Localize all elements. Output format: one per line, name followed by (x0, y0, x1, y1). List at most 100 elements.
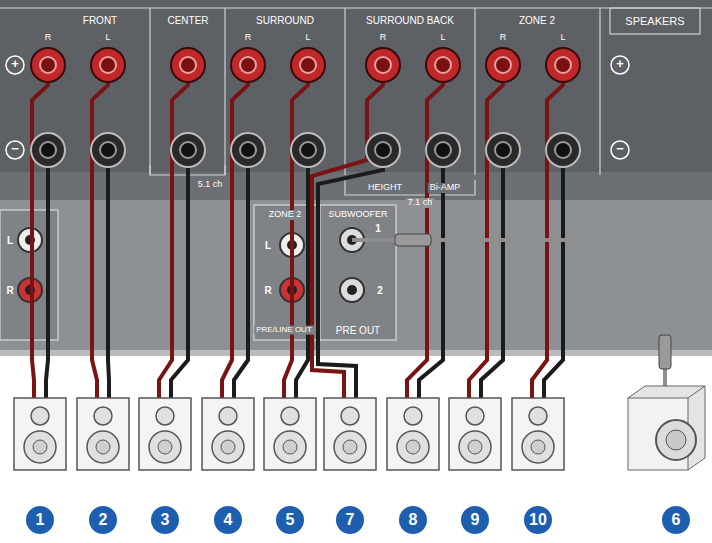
callout-circle (524, 506, 552, 534)
jack-label: L (263, 240, 273, 251)
black-terminal (31, 133, 65, 167)
callout-circle (662, 506, 690, 534)
red-terminal (291, 48, 325, 82)
speaker-terminals (6, 48, 629, 167)
polarity-mark: + (616, 57, 624, 71)
mode-label: HEIGHT (366, 183, 404, 193)
terminal-hole (435, 142, 451, 158)
channel-label: R (378, 33, 389, 43)
woofer-cap (96, 440, 110, 454)
terminal-hole (180, 57, 196, 73)
callout-circle (89, 506, 117, 534)
terminal-hole (40, 142, 56, 158)
callout-number: 1 (36, 511, 45, 529)
black-wire (544, 150, 563, 398)
tweeter (31, 407, 49, 425)
polarity-ring (611, 141, 629, 159)
black-wire (108, 150, 109, 398)
channel-label: L (438, 33, 447, 43)
woofer (522, 431, 554, 463)
woofer (274, 431, 306, 463)
tweeter (466, 407, 484, 425)
polarity-ring (6, 141, 24, 159)
section-label: CENTER (165, 15, 210, 26)
red-terminal (171, 48, 205, 82)
section-lines (0, 8, 712, 195)
speaker-box (139, 398, 191, 470)
terminal-hole (495, 57, 511, 73)
speaker-box (387, 398, 439, 470)
terminal-hole (100, 57, 116, 73)
rca-jack (340, 278, 364, 302)
callout-number: 6 (672, 511, 681, 529)
red-terminal (486, 48, 520, 82)
terminal-hole (180, 142, 196, 158)
speakers (14, 398, 564, 470)
channel-label: R (243, 33, 254, 43)
channel-config: 7.1 ch (406, 198, 435, 208)
rca-plug (659, 335, 671, 369)
red-terminal (546, 48, 580, 82)
speaker-box (449, 398, 501, 470)
terminal-hole (435, 57, 451, 73)
black-terminal (291, 133, 325, 167)
woofer (397, 431, 429, 463)
woofer (87, 431, 119, 463)
black-terminal (426, 133, 460, 167)
speaker-box (14, 398, 66, 470)
terminal-hole (555, 57, 571, 73)
speaker-box (512, 398, 564, 470)
red-terminal (231, 48, 265, 82)
callout-circle (26, 506, 54, 534)
woofer (334, 431, 366, 463)
woofer-cap (343, 440, 357, 454)
callout-number: 5 (286, 511, 295, 529)
jack-number: 1 (373, 223, 383, 234)
woofer (459, 431, 491, 463)
black-wire (481, 150, 503, 398)
red-wire (92, 70, 108, 398)
polarity-mark: − (11, 142, 19, 156)
terminal-hole (240, 142, 256, 158)
section-label: PRE OUT (334, 325, 382, 336)
red-wire (312, 70, 383, 398)
callout-circle (336, 506, 364, 534)
rca-plug (395, 234, 431, 246)
black-wire (234, 150, 248, 398)
jack-label: R (4, 285, 15, 296)
red-wire (532, 70, 563, 398)
callout-number: 2 (99, 511, 108, 529)
black-terminal (171, 133, 205, 167)
tweeter (281, 407, 299, 425)
section-label: PRE/LINE OUT (254, 326, 314, 335)
red-wire (159, 70, 188, 398)
terminal-hole (375, 142, 391, 158)
section-label: ZONE 2 (517, 15, 557, 26)
terminal-hole (240, 57, 256, 73)
callout-number: 4 (224, 511, 233, 529)
speaker-box (202, 398, 254, 470)
woofer (212, 431, 244, 463)
panel-title: SPEAKERS (623, 15, 686, 27)
mode-label: Bi-AMP (428, 183, 463, 193)
tweeter (341, 407, 359, 425)
tweeter (156, 407, 174, 425)
jack-label: R (262, 285, 273, 296)
polarity-ring (6, 56, 24, 74)
channel-label: L (558, 33, 567, 43)
tweeter (94, 407, 112, 425)
channel-label: L (303, 33, 312, 43)
red-wire (284, 70, 308, 398)
rca-jack-hole (347, 285, 357, 295)
jack-label: L (5, 235, 15, 246)
terminal-hole (555, 142, 571, 158)
section-label: ZONE 2 (267, 210, 304, 220)
tweeter (404, 407, 422, 425)
speaker-box (264, 398, 316, 470)
speaker-wires (32, 70, 563, 398)
channel-label: L (103, 33, 112, 43)
terminal-hole (375, 57, 391, 73)
terminal-hole (495, 142, 511, 158)
